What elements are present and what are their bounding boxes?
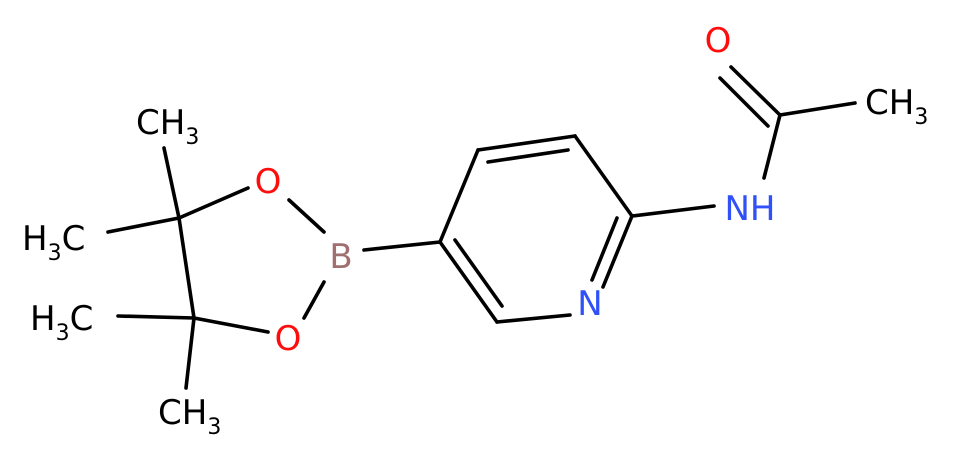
bond-c2-n1 xyxy=(601,214,634,289)
bond-c3-c2 xyxy=(573,134,634,218)
h3c-upper-c: C xyxy=(62,219,86,259)
bond-o-bottom-c xyxy=(192,316,270,334)
bond-c-h3c-upper xyxy=(106,216,181,234)
bond-c6-c5 xyxy=(438,240,499,324)
atom-ch3-top-right: CH3 xyxy=(136,103,199,150)
ch3-acetyl-sub: 3 xyxy=(914,105,928,130)
bond-c-ch3-acetyl xyxy=(778,101,857,117)
h3c-upper-sub: 3 xyxy=(48,241,62,266)
atom-n-ring: N xyxy=(577,284,602,324)
ch3-top-sub: 3 xyxy=(185,125,199,150)
bond-c4-c3-inner xyxy=(486,148,570,164)
bond-c4-c3 xyxy=(476,134,577,152)
atom-b: B xyxy=(329,237,352,277)
bond-nh-c-carbonyl xyxy=(762,113,782,180)
bond-c5-b xyxy=(362,240,442,252)
atom-o-top: O xyxy=(255,162,282,202)
bond-c2-n1-inner xyxy=(590,216,619,282)
bond-c-ch3-bottom xyxy=(184,316,196,390)
ch3-acetyl-main: CH xyxy=(865,83,914,123)
bond-c6-c5-inner xyxy=(453,238,504,308)
bond-o-top-c xyxy=(177,186,250,220)
ch3-top-main: CH xyxy=(136,103,185,143)
bond-c-h3c-lower xyxy=(116,314,196,320)
bond-b-o-top xyxy=(287,198,326,234)
bond-c-c-quaternary xyxy=(177,216,196,320)
h3c-lower-c: C xyxy=(70,299,94,339)
atom-o-bottom: O xyxy=(275,319,302,359)
ch3-bottom-sub: 3 xyxy=(207,415,221,440)
ch3-bottom-main: CH xyxy=(158,393,207,433)
bond-n1-c6 xyxy=(495,313,572,324)
h3c-lower-sub: 3 xyxy=(56,321,70,346)
atom-h3c-left-upper: H3C xyxy=(22,219,85,266)
bond-b-o-bottom xyxy=(302,280,326,320)
atom-nh: NH xyxy=(725,189,776,229)
atom-o-carbonyl: O xyxy=(705,21,732,61)
h3c-upper-h: H xyxy=(22,219,48,259)
h3c-lower-h: H xyxy=(30,299,56,339)
bond-c-ch3-top xyxy=(162,146,181,220)
atom-ch3-acetyl: CH3 xyxy=(865,83,928,130)
bonds xyxy=(106,65,857,390)
atom-ch3-bottom: CH3 xyxy=(158,393,221,440)
bond-c5-c4 xyxy=(438,148,480,244)
bond-c-o-double-b xyxy=(718,76,770,128)
bond-c-o-double-a xyxy=(729,65,782,117)
atom-labels: O CH3 NH N B O O CH3 H3C H3C CH3 xyxy=(22,21,928,440)
atom-h3c-left-lower: H3C xyxy=(30,299,93,346)
bond-c2-nh xyxy=(630,204,716,218)
